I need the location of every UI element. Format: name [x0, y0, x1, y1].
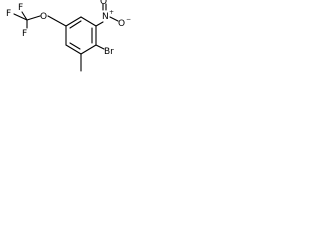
- atom-o-ether: O: [40, 12, 47, 22]
- ring-bond: [80, 16, 97, 27]
- molecule-diagram: F F F O N + O O − Br: [0, 0, 133, 87]
- bond-ring-n: [95, 21, 104, 27]
- bond-ring-br: [95, 44, 105, 50]
- ring-bond: [80, 44, 97, 55]
- bond-ring-o: [47, 15, 67, 27]
- ring-double-bond: [69, 20, 82, 29]
- bond-c-f-top-left: [13, 13, 28, 21]
- atom-n-nitro: N: [102, 12, 109, 22]
- bond-c-f-top-right: [21, 11, 28, 21]
- ring-bond: [65, 44, 82, 55]
- benzene-ring: [65, 16, 97, 55]
- ring-double-bond: [69, 42, 81, 50]
- charge-n-plus: +: [109, 9, 114, 16]
- structure-drawing: F F F O N + O O − Br: [6, 0, 131, 72]
- atom-f-top-left: F: [6, 9, 11, 19]
- atom-f-top-right: F: [18, 3, 23, 13]
- bond-n-o-single: [109, 16, 119, 22]
- atom-o-nitro-top: O: [100, 0, 107, 7]
- atom-o-nitro-right: O: [118, 19, 125, 29]
- charge-o-minus: −: [126, 16, 131, 23]
- bond-o-cf3: [26, 15, 41, 21]
- atom-f-bottom: F: [22, 29, 27, 39]
- atom-br: Br: [104, 47, 114, 57]
- ring-bond: [65, 16, 82, 27]
